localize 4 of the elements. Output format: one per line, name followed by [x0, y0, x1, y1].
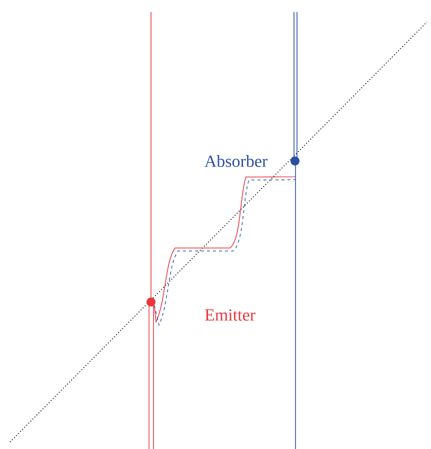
event-dot	[290, 156, 300, 166]
event-dot	[146, 298, 156, 306]
event-label: Emitter	[205, 309, 256, 321]
event-label: Absorber	[204, 155, 268, 167]
